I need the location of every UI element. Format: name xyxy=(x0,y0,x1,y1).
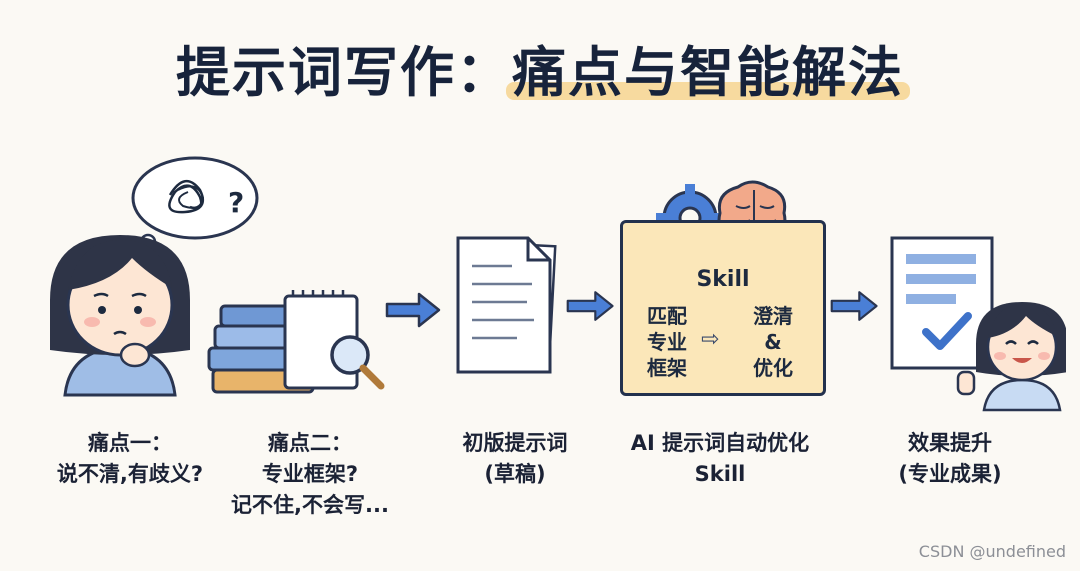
step-caption-3: 初版提示词 (草稿) xyxy=(430,428,600,490)
step-caption-1: 痛点一： 说不清,有歧义? xyxy=(20,428,240,490)
skill-left-text: 匹配 专业 框架 xyxy=(641,303,693,381)
step-caption-2: 痛点二： 专业框架? 记不住,不会写... xyxy=(205,428,415,521)
caption-line: 痛点二： xyxy=(268,431,352,455)
books-notepad-illustration xyxy=(207,290,385,394)
happy-girl-icon xyxy=(956,302,1066,412)
flow-arrow-icon xyxy=(566,291,614,321)
skill-box: Skill 匹配 专业 框架 ⇨ 澄清 & 优化 xyxy=(620,220,826,396)
skill-left-line: 匹配 xyxy=(647,304,687,328)
caption-line: 痛点一： xyxy=(88,431,172,455)
skill-left-line: 专业 xyxy=(647,330,687,354)
question-mark-icon: ? xyxy=(228,186,244,219)
skill-title: Skill xyxy=(696,267,750,292)
draft-document-illustration xyxy=(456,236,557,374)
magnifier-icon xyxy=(330,335,385,390)
girl-figure xyxy=(50,235,190,397)
confused-girl-illustration: ? xyxy=(50,156,259,397)
caption-line: 效果提升 xyxy=(908,431,992,455)
caption-line: 初版提示词 xyxy=(462,431,568,455)
caption-line: (草稿) xyxy=(484,462,546,486)
skill-right-line: & xyxy=(764,330,782,354)
step-caption-5: 效果提升 (专业成果) xyxy=(870,428,1030,490)
skill-inner-arrow-icon: ⇨ xyxy=(701,327,720,352)
step-caption-4: AI 提示词自动优化 Skill xyxy=(600,428,840,490)
result-illustration xyxy=(890,236,1066,412)
result-document-icon xyxy=(890,236,994,370)
watermark: CSDN @undefined xyxy=(918,542,1066,561)
caption-line: AI 提示词自动优化 xyxy=(630,431,810,455)
title-part1: 提示词写作： xyxy=(176,41,512,104)
caption-line: 记不住,不会写... xyxy=(231,493,389,517)
skill-right-line: 澄清 xyxy=(753,304,793,328)
caption-line: 专业框架? xyxy=(261,462,359,486)
skill-left-line: 框架 xyxy=(647,356,687,380)
caption-line: Skill xyxy=(694,462,746,486)
title-part2-highlighted: 痛点与智能解法 xyxy=(512,41,904,104)
title-wrap: 提示词写作：痛点与智能解法 xyxy=(0,28,1080,107)
caption-line: 说不清,有歧义? xyxy=(56,462,204,486)
caption-line: (专业成果) xyxy=(898,462,1002,486)
flow-arrow-icon xyxy=(830,291,878,321)
skill-right-line: 优化 xyxy=(753,356,793,380)
skill-right-text: 澄清 & 优化 xyxy=(743,303,803,381)
flow-arrow-icon xyxy=(385,292,441,328)
page-title: 提示词写作：痛点与智能解法 xyxy=(176,28,904,107)
